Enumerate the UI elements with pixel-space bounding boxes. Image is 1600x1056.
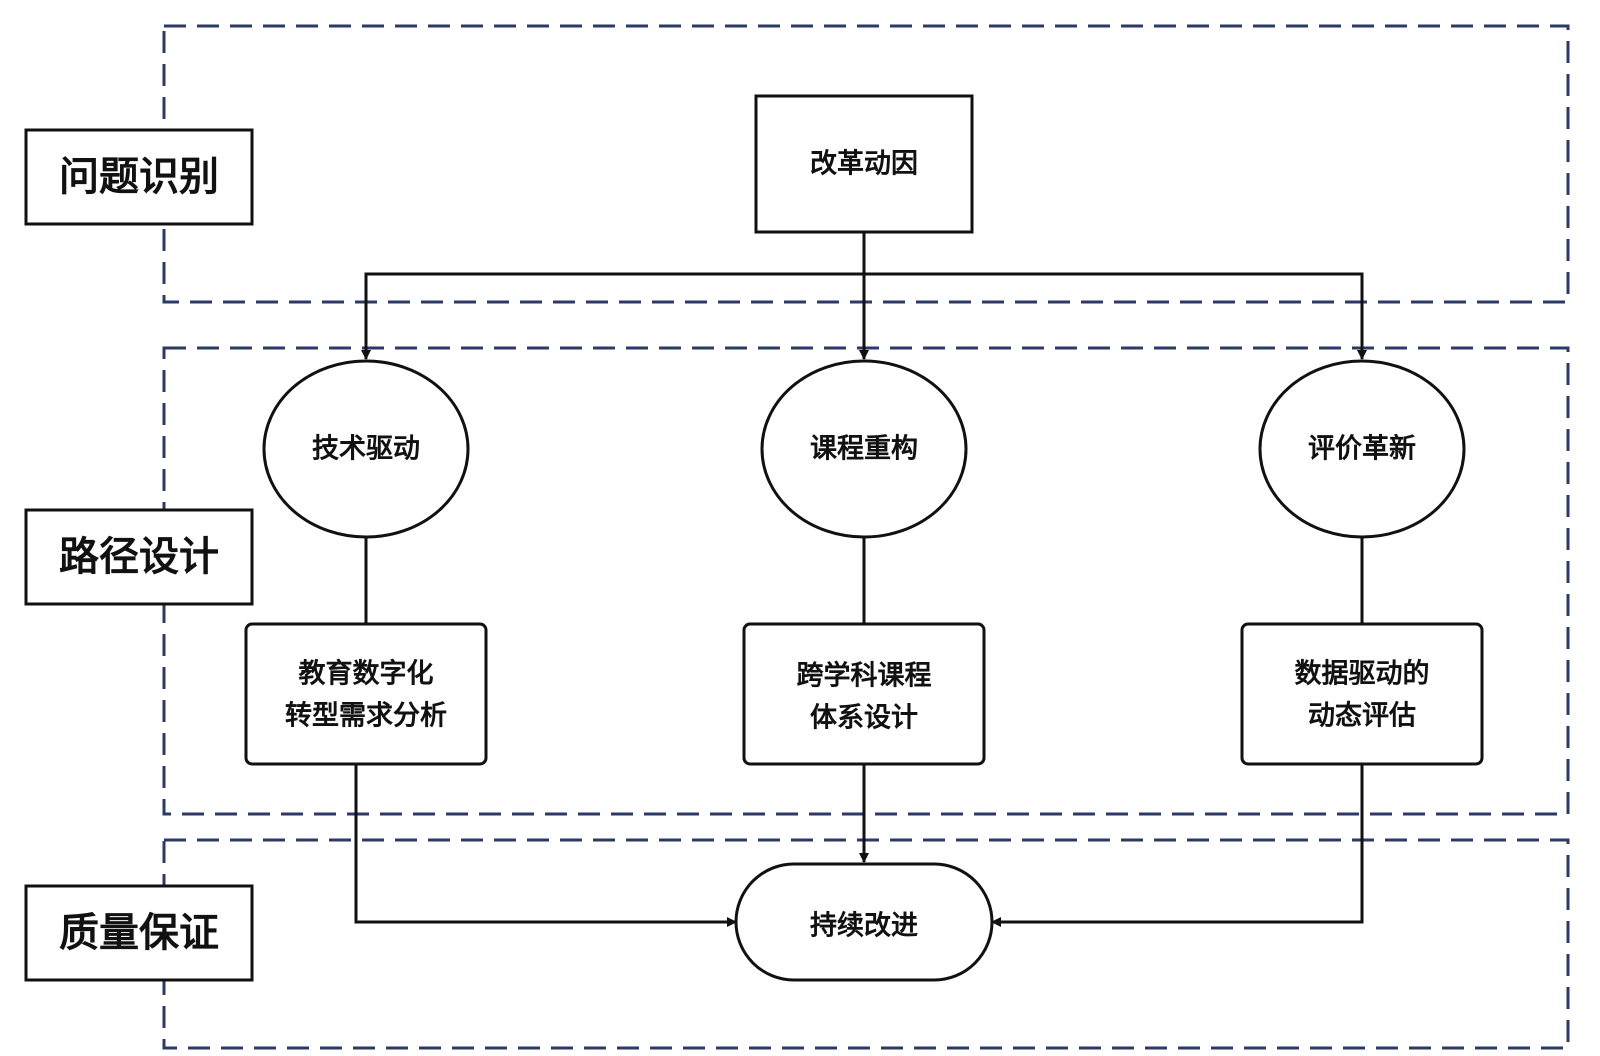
- edge-driver-branch-bus: [364, 272, 1364, 359]
- node-improve: 持续改进: [734, 862, 994, 982]
- node-tech-detail-line2: 转型需求分析: [285, 701, 447, 732]
- edge-tech-detail-to-improve: [354, 764, 737, 927]
- node-evaluation-detail-line1: 数据驱动的: [1295, 658, 1430, 690]
- phase-label-assurance-text: 质量保证: [59, 910, 219, 956]
- node-curriculum-text: 课程重构: [810, 434, 918, 465]
- phase-label-identify: 问题识别: [24, 128, 254, 226]
- edge-evaluation-detail-to-improve: [991, 764, 1364, 927]
- node-tech-detail-line1: 教育数字化: [299, 658, 434, 690]
- phase-label-assurance: 质量保证: [24, 884, 254, 982]
- node-curriculum-detail-line2: 体系设计: [810, 703, 918, 734]
- node-tech-text: 技术驱动: [312, 434, 420, 465]
- node-curriculum-detail: 跨学科课程 体系设计: [742, 622, 986, 766]
- phase-label-identify-text: 问题识别: [59, 154, 219, 200]
- node-driver: 改革动因: [754, 94, 974, 234]
- node-tech-detail: 教育数字化 转型需求分析: [244, 622, 488, 766]
- node-tech: 技术驱动: [262, 359, 470, 539]
- node-driver-text: 改革动因: [810, 149, 918, 180]
- node-curriculum: 课程重构: [760, 359, 968, 539]
- node-evaluation-text: 评价革新: [1308, 433, 1416, 465]
- node-evaluation-detail-line2: 动态评估: [1308, 701, 1416, 732]
- phase-label-design-text: 路径设计: [59, 534, 219, 580]
- node-curriculum-detail-line1: 跨学科课程: [797, 660, 932, 692]
- phase-label-design: 路径设计: [24, 508, 254, 606]
- node-evaluation-detail: 数据驱动的 动态评估: [1240, 622, 1484, 766]
- node-evaluation: 评价革新: [1258, 359, 1466, 539]
- node-improve-text: 持续改进: [810, 911, 918, 942]
